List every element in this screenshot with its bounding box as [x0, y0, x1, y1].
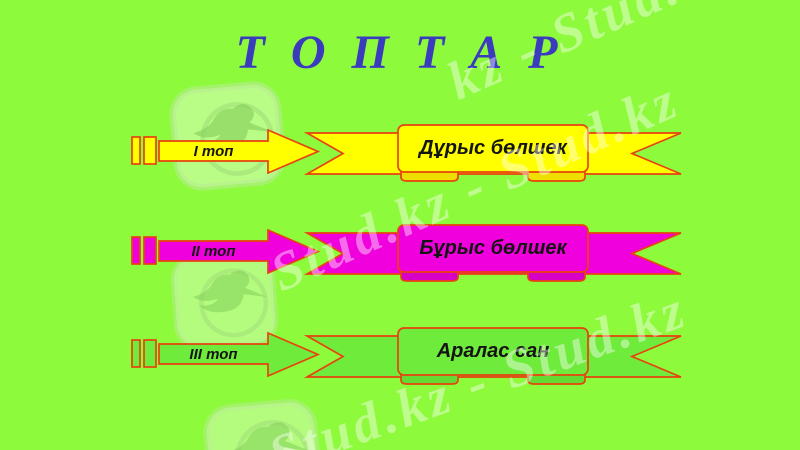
group-row-2: II топ Бұрыс бөлшек — [128, 223, 694, 287]
arrow-stripe-2 — [143, 339, 157, 368]
ribbon-plate — [397, 327, 589, 376]
ribbon-text: Дұрыс бөлшек — [419, 137, 567, 159]
arrow-stripe-1 — [131, 339, 141, 368]
arrow-stripe-2 — [143, 136, 157, 165]
ribbon-text: Бұрыс бөлшек — [419, 237, 567, 259]
arrow-stripe-2 — [143, 236, 157, 265]
hummingbird-icon — [227, 422, 310, 450]
group-label: II топ — [191, 242, 236, 260]
stud-kz-logo-watermark — [203, 399, 322, 450]
group-label: I топ — [193, 142, 234, 160]
arrow-stripe-1 — [131, 236, 141, 265]
arrow-stripe-1 — [131, 136, 141, 165]
group-row-3: III топ Аралас сан — [128, 326, 694, 390]
ribbon-plate — [397, 224, 589, 273]
ribbon-plate — [397, 124, 589, 173]
group-label: III топ — [189, 345, 238, 363]
ribbon-text: Аралас сан — [436, 340, 550, 362]
page-title: Т О П Т А Р — [235, 26, 565, 79]
group-row-1: I топ Дұрыс бөлшек — [128, 123, 694, 187]
